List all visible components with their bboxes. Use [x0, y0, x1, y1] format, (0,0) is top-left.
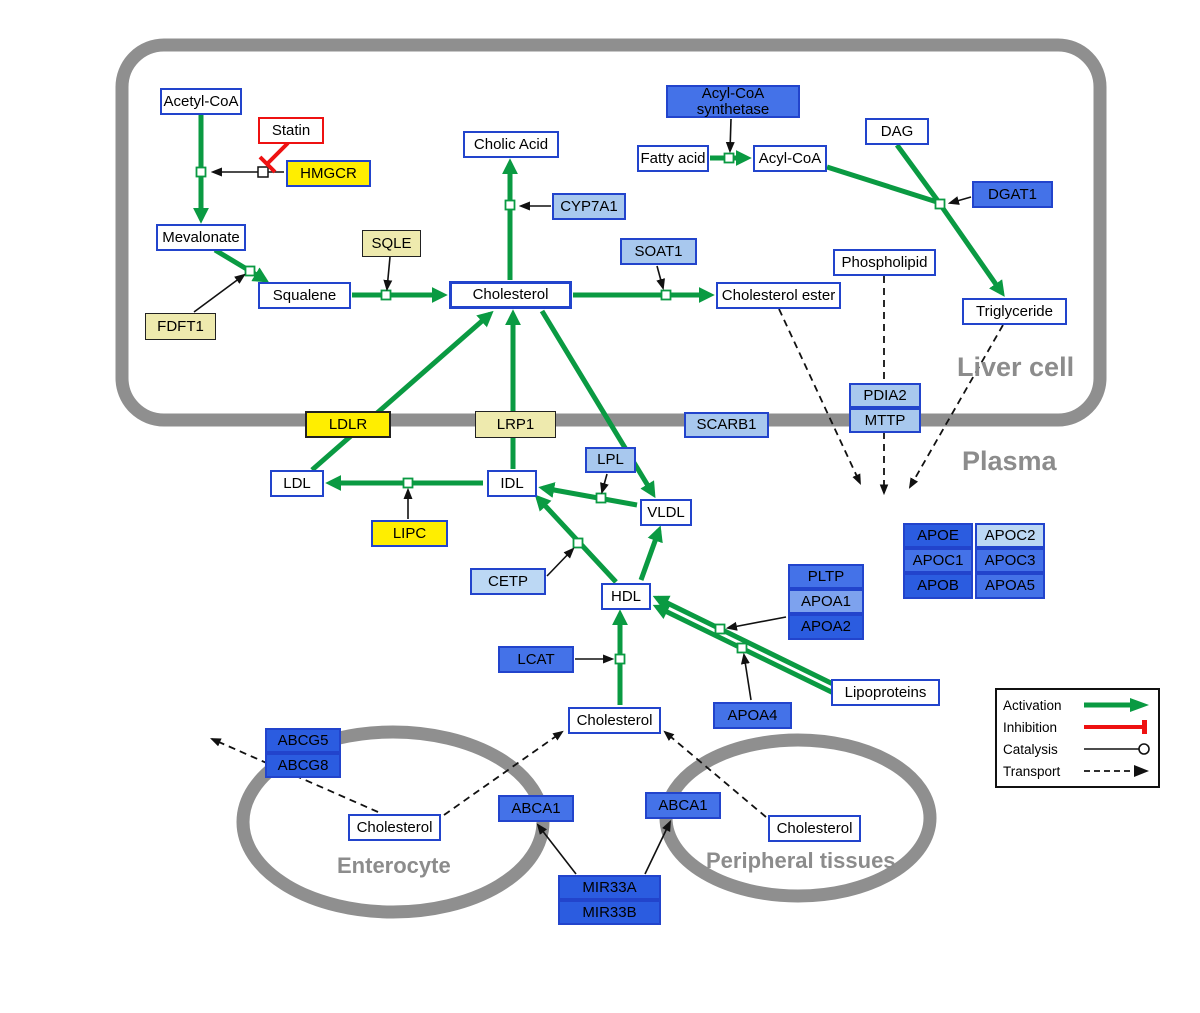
node-lpl: LPL: [585, 447, 636, 473]
node-abcg8: ABCG8: [265, 753, 341, 778]
node-pdia2: PDIA2: [849, 383, 921, 408]
node-apoa5: APOA5: [975, 573, 1045, 599]
node-abca1-enterocyte: ABCA1: [498, 795, 574, 822]
peripheral-tissues-label: Peripheral tissues: [706, 848, 896, 873]
node-acyl-coa-synthetase: Acyl-CoA synthetase: [666, 85, 800, 118]
node-apoc2: APOC2: [975, 523, 1045, 548]
node-mevalonate: Mevalonate: [156, 224, 246, 251]
node-lipoproteins: Lipoproteins: [831, 679, 940, 706]
transport-dashed-arrow-icon: [1084, 765, 1149, 777]
node-apoc3: APOC3: [975, 548, 1045, 573]
compartment-outlines: [115, 38, 1107, 919]
node-soat1: SOAT1: [620, 238, 697, 265]
enterocyte-membrane: [236, 725, 550, 919]
legend-catalysis-label: Catalysis: [1003, 741, 1058, 757]
inhibition-tbar-icon: [1084, 720, 1147, 734]
catalysis-circle-icon: [1084, 743, 1150, 755]
inhibition-edges: [258, 141, 290, 174]
node-cholesterol-peripheral: Cholesterol: [768, 815, 861, 842]
node-cholic-acid: Cholic Acid: [463, 131, 559, 158]
node-cholesterol-ester: Cholesterol ester: [716, 282, 841, 309]
node-hmgcr: HMGCR: [286, 160, 371, 187]
node-ldl: LDL: [270, 470, 324, 497]
activation-edges: [192, 115, 1005, 705]
node-acetyl-coa: Acetyl-CoA: [160, 88, 242, 115]
legend-inhibition-label: Inhibition: [1003, 719, 1058, 735]
catalysis-edges: [193, 118, 972, 875]
node-vldl: VLDL: [640, 499, 692, 526]
node-cholesterol-liver: Cholesterol: [449, 281, 572, 309]
legend-row-inhibition: Inhibition: [1003, 716, 1152, 738]
liver-cell-label: Liver cell: [957, 352, 1075, 382]
node-idl: IDL: [487, 470, 537, 497]
node-fatty-acid: Fatty acid: [637, 145, 709, 172]
liver-cell-membrane: [115, 38, 1107, 427]
legend-row-catalysis: Catalysis: [1003, 738, 1152, 760]
node-phospholipid: Phospholipid: [833, 249, 936, 276]
node-lrp1: LRP1: [475, 411, 556, 438]
node-apoa4: APOA4: [713, 702, 792, 729]
node-squalene: Squalene: [258, 282, 351, 309]
node-abca1-peripheral: ABCA1: [645, 792, 721, 819]
legend-transport-label: Transport: [1003, 763, 1061, 779]
node-apoa1: APOA1: [788, 589, 864, 614]
legend: Activation Inhibition Catalysis Transpor…: [995, 688, 1160, 788]
node-cyp7a1: CYP7A1: [552, 193, 626, 220]
transport-edges: [210, 276, 1004, 818]
node-fdft1: FDFT1: [145, 313, 216, 340]
node-cholesterol-enterocyte: Cholesterol: [348, 814, 441, 841]
node-lipc: LIPC: [371, 520, 448, 547]
legend-row-transport: Transport: [1003, 760, 1152, 782]
node-hdl: HDL: [601, 583, 651, 610]
node-apoe: APOE: [903, 523, 973, 548]
node-cholesterol-plasma: Cholesterol: [568, 707, 661, 734]
node-apoc1: APOC1: [903, 548, 973, 573]
node-cetp: CETP: [470, 568, 546, 595]
legend-row-activation: Activation: [1003, 694, 1152, 716]
node-sqle: SQLE: [362, 230, 421, 257]
enterocyte-label: Enterocyte: [337, 853, 451, 878]
node-acyl-coa: Acyl-CoA: [753, 145, 827, 172]
node-triglyceride: Triglyceride: [962, 298, 1067, 325]
node-apob: APOB: [903, 573, 973, 599]
node-mir33a: MIR33A: [558, 875, 661, 900]
node-dag: DAG: [865, 118, 929, 145]
node-ldlr: LDLR: [305, 411, 391, 438]
node-mttp: MTTP: [849, 408, 921, 433]
node-apoa2: APOA2: [788, 614, 864, 640]
node-abcg5: ABCG5: [265, 728, 341, 753]
node-pltp: PLTP: [788, 564, 864, 589]
node-mir33b: MIR33B: [558, 900, 661, 925]
node-dgat1: DGAT1: [972, 181, 1053, 208]
node-scarb1: SCARB1: [684, 412, 769, 438]
reaction-squares: [195, 152, 946, 665]
node-lcat: LCAT: [498, 646, 574, 673]
legend-activation-label: Activation: [1003, 697, 1062, 713]
node-statin: Statin: [258, 117, 324, 144]
catalysis-anchor-square: [257, 166, 269, 178]
activation-arrow-icon: [1084, 698, 1149, 712]
plasma-label: Plasma: [962, 446, 1057, 476]
